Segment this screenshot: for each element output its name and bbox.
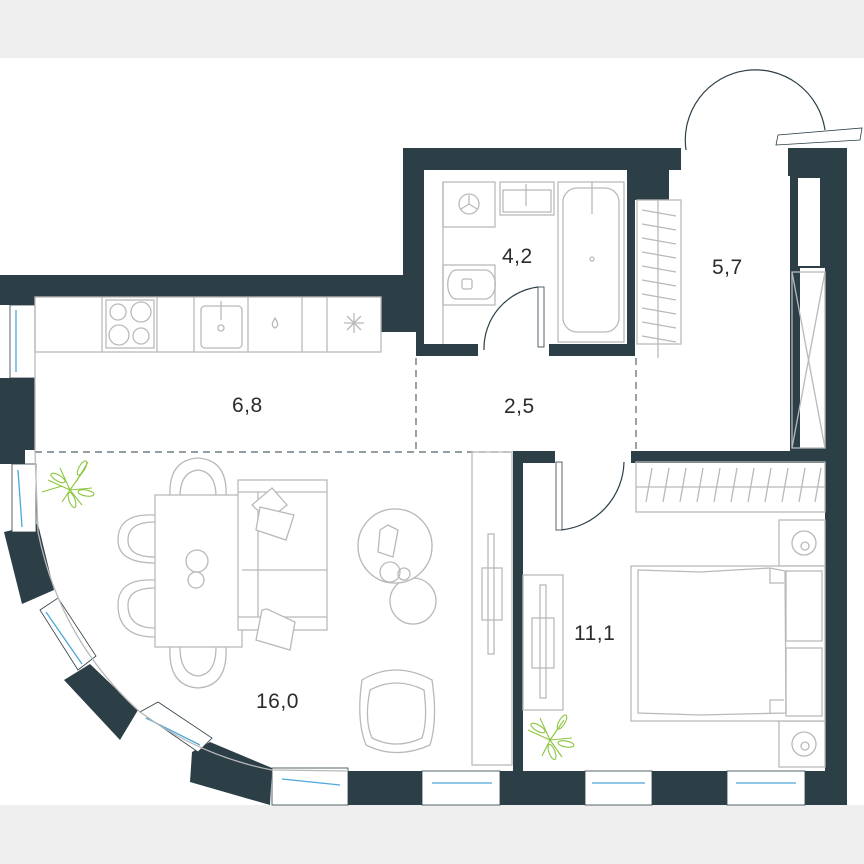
windows (9, 304, 806, 806)
plant-icon (41, 460, 95, 509)
room-area-corridor: 2,5 (504, 395, 535, 418)
washing-machine-icon (458, 193, 480, 215)
living-furniture (117, 451, 513, 766)
plant-icon (527, 714, 575, 761)
room-area-living: 16,0 (256, 690, 299, 713)
kitchen-counter (34, 296, 382, 353)
room-area-kitchen: 6,8 (232, 394, 263, 417)
dining-table (154, 494, 243, 648)
water-drop-icon (271, 316, 279, 329)
bathroom-fixtures (442, 181, 625, 344)
bottom-margin (0, 805, 864, 864)
bed-icon (630, 565, 826, 722)
armchair (359, 669, 436, 754)
zone-dividers (35, 358, 637, 453)
top-margin (0, 0, 864, 58)
room-area-bathroom: 4,2 (502, 245, 533, 268)
snowflake-icon (344, 313, 364, 333)
sofa (237, 479, 328, 651)
wardrobe-icon (791, 271, 826, 449)
walls (0, 148, 847, 805)
toilet-icon (442, 264, 496, 306)
stove-icon (105, 299, 155, 349)
hall-fixtures (636, 199, 826, 449)
bathtub-icon (557, 181, 625, 343)
kitchen-sink-icon (200, 301, 243, 349)
doors (483, 69, 863, 531)
room-area-bedroom: 11,1 (574, 622, 616, 645)
room-area-hall: 5,7 (712, 256, 743, 279)
bedroom-furniture (522, 461, 826, 768)
